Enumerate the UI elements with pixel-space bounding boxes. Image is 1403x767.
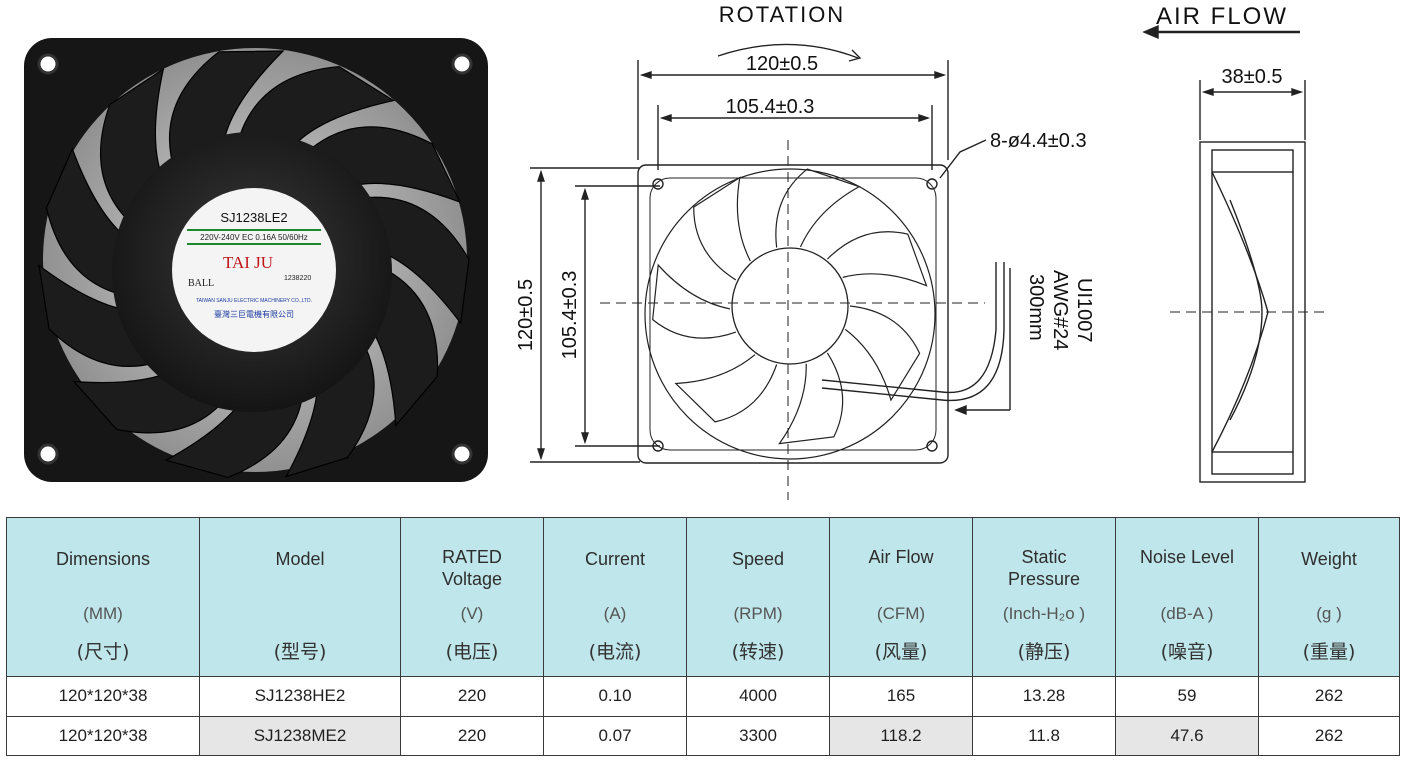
- table-cell: 120*120*38: [6, 676, 200, 717]
- spec-table: Dimensions (MM) (尺寸) Model (型号) RATED Voltage…: [6, 517, 1400, 756]
- header-chinese: (静压): [1017, 641, 1071, 663]
- mount-hole: [451, 53, 473, 75]
- label-serial: 1238220: [284, 275, 311, 282]
- drawing-blade: [844, 305, 921, 402]
- fan-label-sticker: SJ1238LE2 220V-240V EC 0.16A 50/60Hz TAI…: [172, 188, 336, 352]
- airflow-label: AIR FLOW: [1156, 3, 1288, 30]
- dim-hole-height: 105.4±0.3: [559, 271, 581, 360]
- header-chinese: (风量): [874, 641, 928, 663]
- header-name: Current: [584, 549, 646, 569]
- table-cell: 120*120*38: [6, 715, 200, 756]
- header-unit: (dB-A ): [1160, 604, 1214, 623]
- column-header: Air Flow (CFM) (风量): [829, 517, 973, 677]
- table-cell: 59: [1115, 676, 1259, 717]
- rotation-label: ROTATION: [719, 2, 845, 27]
- column-header: Static Pressure (Inch-H₂o ) (静压): [972, 517, 1116, 677]
- mount-hole: [37, 53, 59, 75]
- column-header: Model (型号): [199, 517, 401, 677]
- dim-outer-width: 120±0.5: [746, 53, 818, 75]
- fan-blade: [236, 65, 396, 151]
- column-header: Speed (RPM) (转速): [686, 517, 830, 677]
- label-company-en: TAIWAN SANJU ELECTRIC MACHINERY CO.,LTD.: [196, 298, 312, 304]
- table-cell: 4000: [686, 676, 830, 717]
- dim-holes: 8-ø4.4±0.3: [990, 130, 1087, 152]
- header-chinese: (噪音): [1160, 641, 1214, 663]
- dim-outer-height: 120±0.5: [515, 279, 537, 351]
- column-header: Noise Level (dB-A ) (噪音): [1115, 517, 1259, 677]
- table-cell: 0.10: [543, 676, 687, 717]
- table-cell: 118.2: [829, 715, 973, 756]
- table-cell: 0.07: [543, 715, 687, 756]
- rotation-arrow: [717, 43, 859, 59]
- column-header: RATED Voltage (V) (电压): [400, 517, 544, 677]
- drawing-blade: [693, 176, 751, 281]
- wire-spec-2: AWG#24: [1049, 270, 1071, 350]
- table-cell: 165: [829, 676, 973, 717]
- column-header: Current (A) (电流): [543, 517, 687, 677]
- wire-spec-1: UI1007: [1073, 278, 1095, 343]
- header-unit: (Inch-H₂o ): [1002, 604, 1086, 623]
- header-chinese: (电压): [445, 641, 499, 663]
- table-cell: 262: [1258, 715, 1400, 756]
- header-name: RATED Voltage: [441, 547, 503, 589]
- dim-hole-width: 105.4±0.3: [726, 96, 815, 118]
- mount-hole: [37, 443, 59, 465]
- wire-spec-3: 300mm: [1025, 274, 1047, 341]
- label-rating: 220V-240V EC 0.16A 50/60Hz: [200, 233, 308, 242]
- header-chinese: (转速): [731, 641, 785, 663]
- header-name: Weight: [1301, 549, 1357, 569]
- fan-outline-front: [637, 164, 949, 464]
- column-header: Dimensions (MM) (尺寸): [6, 517, 200, 677]
- header-name: Dimensions: [55, 549, 151, 569]
- drawing-blade: [775, 168, 861, 248]
- table-cell: 11.8: [972, 715, 1116, 756]
- label-model: SJ1238LE2: [220, 210, 287, 225]
- header-unit: (RPM): [733, 604, 783, 623]
- label-bearing: BALL: [188, 278, 214, 289]
- header-unit: (MM): [83, 604, 123, 623]
- mount-hole: [451, 443, 473, 465]
- header-unit: (g ): [1316, 604, 1342, 623]
- fan-photo: SJ1238LE2 220V-240V EC 0.16A 50/60Hz TAI…: [24, 38, 488, 482]
- table-cell: SJ1238ME2: [199, 715, 401, 756]
- header-chinese: (型号): [273, 641, 327, 663]
- drawing-blade: [778, 352, 844, 445]
- header-unit: (V): [460, 604, 484, 623]
- header-name: Speed: [731, 549, 785, 569]
- table-cell: 3300: [686, 715, 830, 756]
- header-name: Noise Level: [1139, 547, 1235, 567]
- header-name: Air Flow: [868, 547, 934, 567]
- drawing-blade: [826, 231, 928, 287]
- column-header: Weight (g ) (重量): [1258, 517, 1400, 677]
- table-cell: 220: [400, 715, 544, 756]
- fan-wires: [821, 262, 1005, 402]
- dimension-drawing: ROTATION AIR FLOW 120±0.5 105.4±0.3 8-ø4…: [515, 2, 1330, 500]
- label-company-cn: 臺灣三巨電機有限公司: [214, 309, 294, 319]
- header-chinese: (电流): [588, 641, 642, 663]
- header-chinese: (重量): [1302, 641, 1356, 663]
- table-cell: 262: [1258, 676, 1400, 717]
- header-unit: (CFM): [876, 604, 926, 623]
- header-name: Model: [275, 549, 325, 569]
- header-name: Static Pressure: [1007, 547, 1081, 589]
- table-cell: 13.28: [972, 676, 1116, 717]
- drawing-blade: [652, 263, 737, 339]
- dim-depth: 38±0.5: [1221, 66, 1282, 88]
- table-cell: 47.6: [1115, 715, 1259, 756]
- table-cell: 220: [400, 676, 544, 717]
- fan-blade: [168, 50, 285, 175]
- header-unit: (A): [603, 604, 627, 623]
- drawing-blade: [674, 354, 778, 423]
- label-brand: TAI JU: [223, 253, 273, 272]
- table-header-row: Dimensions (MM) (尺寸) Model (型号) RATED Voltage…: [6, 517, 1400, 677]
- table-cell: SJ1238HE2: [199, 676, 401, 717]
- header-chinese: (尺寸): [76, 641, 130, 663]
